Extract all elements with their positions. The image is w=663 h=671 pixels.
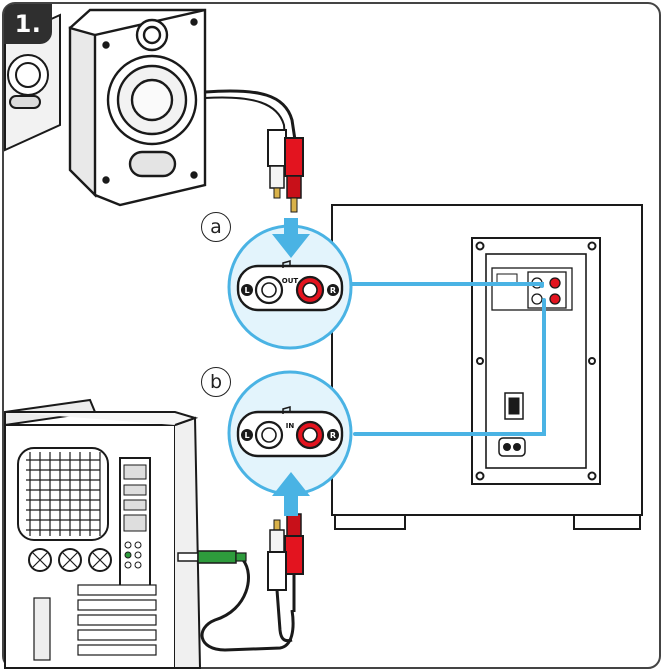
callout-b-left-marker: L	[244, 431, 249, 440]
callout-a-right-marker: R	[330, 286, 336, 295]
callout-b-right-marker: R	[330, 431, 336, 440]
rca-plug-top-red	[284, 137, 304, 213]
speaker-cable-inner	[204, 96, 286, 141]
satellite-speaker-front	[68, 8, 207, 207]
step-number-badge: 1.	[4, 4, 52, 44]
callout-a-left-marker: L	[244, 286, 249, 295]
callout-bubble-b	[227, 370, 353, 496]
callout-letter-a: a	[201, 212, 231, 242]
rca-plug-top-white	[267, 129, 287, 199]
music-note-icon	[282, 260, 291, 268]
arrow-up-icon	[272, 472, 310, 516]
subwoofer	[331, 204, 643, 530]
pc-tower	[4, 398, 202, 669]
satellite-speaker-back	[4, 13, 61, 152]
callout-a-jack-label: OUT	[282, 277, 299, 285]
speaker-cable	[204, 89, 297, 141]
audio-jack-cable	[177, 550, 295, 652]
callout-bubble-a	[227, 224, 353, 350]
rca-plug-bottom-white	[267, 519, 293, 643]
arrow-down-icon	[272, 218, 310, 258]
connection-lines	[350, 282, 546, 436]
music-note-icon-b	[282, 406, 291, 414]
callout-letter-b: b	[201, 367, 231, 397]
callout-b-jack-label: IN	[286, 422, 295, 430]
